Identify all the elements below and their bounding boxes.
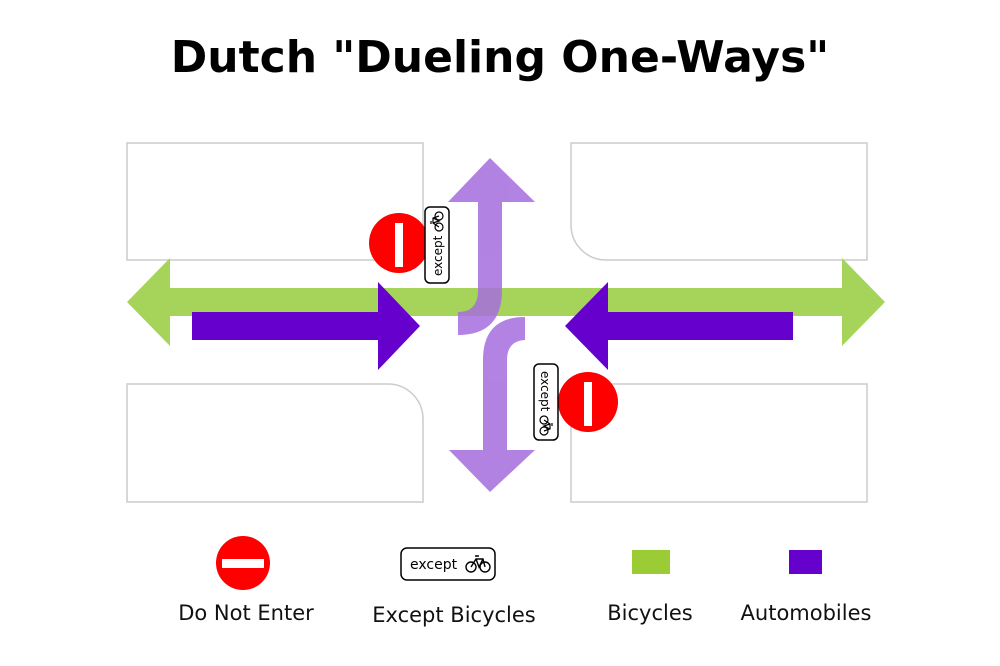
legend-bicycles-swatch: [632, 550, 670, 574]
bicycle-icon: [539, 415, 553, 436]
bicycle-icon: [430, 211, 444, 232]
legend-except-bicycles-sign: except: [400, 547, 496, 581]
bicycle-contraflow-down-arrow: [449, 317, 535, 492]
except-bicycles-plate-north: except: [424, 206, 450, 284]
legend-label-automobiles: Automobiles: [740, 601, 872, 625]
diagram-title: Dutch "Dueling One-Ways": [170, 32, 830, 83]
block-bottom-left: [126, 383, 424, 503]
do-not-enter-sign-north: [369, 213, 429, 273]
block-bottom-right: [570, 383, 868, 503]
legend-automobiles-swatch: [789, 550, 822, 574]
bicycle-icon: [465, 555, 491, 573]
bicycle-two-way-arrow: [127, 258, 885, 346]
except-text: except: [431, 235, 445, 276]
block-top-right: [570, 142, 868, 261]
except-bicycles-plate-south: except: [533, 363, 559, 441]
except-text: except: [538, 371, 552, 412]
automobile-westbound-arrow: [565, 282, 793, 370]
legend-do-not-enter-icon: [216, 536, 270, 590]
legend-label-except-bicycles: Except Bicycles: [372, 603, 536, 627]
automobile-eastbound-arrow: [192, 282, 420, 370]
except-text: except: [410, 557, 458, 573]
legend-label-do-not-enter: Do Not Enter: [178, 601, 314, 625]
do-not-enter-sign-south: [558, 372, 618, 432]
bicycle-contraflow-up-arrow: [448, 158, 535, 335]
legend-label-bicycles: Bicycles: [607, 601, 693, 625]
